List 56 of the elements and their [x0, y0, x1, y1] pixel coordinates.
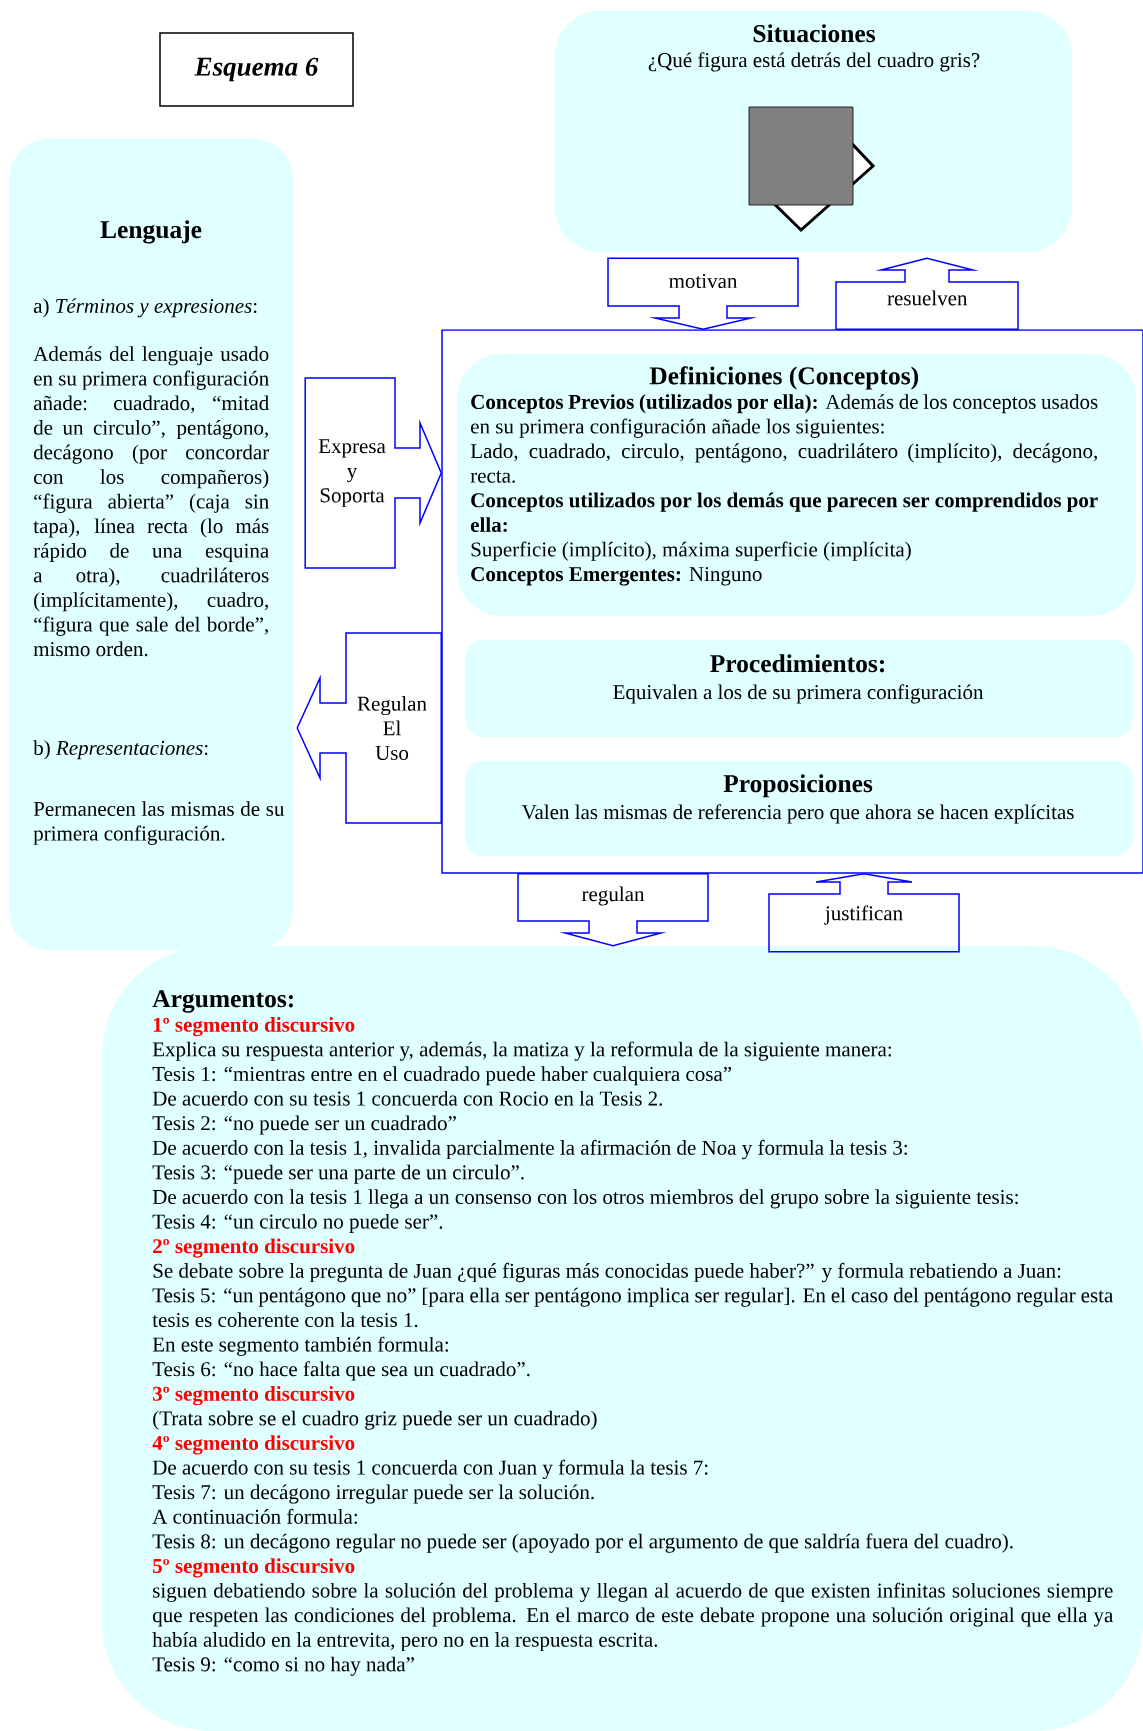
segment-heading: 1º segmento discursivo: [153, 1017, 355, 1037]
paragraph: (Trata sobre se el cuadro griz puede ser un cuadrado): [153, 1410, 597, 1430]
edge-label: resuelven: [886, 289, 968, 307]
block-arrow: [517, 873, 709, 947]
edge-label: Regulan El Uso: [351, 695, 433, 761]
paragraph: Conceptos utilizados por los demás que parecen ser comprendidos por ella:: [470, 492, 1098, 533]
paragraph: De acuerdo con su tesis 1 concuerda con Rocio en la Tesis 2.: [152, 1090, 662, 1106]
subheading: b) Representaciones:: [33, 740, 208, 760]
block-arrow: [607, 257, 799, 331]
paragraph: Tesis 9: “como si no hay nada”: [152, 1656, 414, 1676]
heading: Argumentos:: [152, 990, 293, 1013]
block-arrow: [768, 873, 960, 953]
heading: Procedimientos:: [710, 654, 885, 673]
segment-heading: 2º segmento discursivo: [153, 1238, 355, 1258]
paragraph: De acuerdo con su tesis 1 concuerda con Juan y formula la tesis 7:: [152, 1459, 708, 1479]
paragraph: siguen debatiendo sobre la solución del problema y llegan al acuerdo de que existen infinitas soluciones siempre que respeten las condiciones del problema. En el marco de este debate propone una solución original que ella ya había aludido en la entrevita, pero no en la respuesta escrita.: [152, 1582, 1114, 1652]
paragraph: Se debate sobre la pregunta de Juan ¿qué figuras más conocidas puede haber?” y formula rebatiendo a Juan:: [153, 1262, 1061, 1283]
paragraph: Tesis 3: “puede ser una parte de un circulo”.: [152, 1164, 524, 1184]
heading: Lenguaje: [100, 220, 202, 244]
paragraph: Tesis 2: “no puede ser un cuadrado”: [152, 1115, 456, 1135]
paragraph: Tesis 5: “un pentágono que no” [para ella ser pentágono implica ser regular]. En el caso del pentágono regular esta tesis es coherente con la tesis 1.: [152, 1287, 1114, 1328]
paragraph: De acuerdo con la tesis 1 llega a un consenso con los otros miembros del grupo sobre la siguiente tesis:: [152, 1189, 1018, 1209]
block-arrow: [304, 377, 443, 569]
paragraph: Superficie (implícito), máxima superficie (implícita): [471, 541, 911, 561]
paragraph: Tesis 8: un decágono regular no puede ser (apoyado por el argumento de que saldría fuera del cuadro).: [152, 1533, 1013, 1553]
paragraph: Permanecen las mismas de su primera configuración.: [33, 801, 285, 845]
paragraph: Tesis 6: “no hace falta que sea un cuadrado”.: [152, 1361, 530, 1381]
description-text: Equivalen a los de su primera configuración: [613, 684, 984, 704]
description-text: Valen las mismas de referencia pero que ahora se hacen explícitas: [521, 804, 1074, 824]
frame-box: [441, 329, 1143, 874]
heading: Definiciones (Conceptos): [649, 366, 918, 390]
segment-heading: 3º segmento discursivo: [153, 1386, 355, 1406]
question-text: ¿Qué figura está detrás del cuadro gris?: [648, 52, 980, 72]
segment-heading: 5º segmento discursivo: [153, 1558, 355, 1578]
edge-label: regulan: [572, 885, 654, 907]
edge-label: motivan: [662, 272, 744, 290]
paragraph: A continuación formula:: [152, 1508, 357, 1524]
paragraph: Además del lenguaje usado en su primera configuración añade: cuadrado, “mitad de un circulo”, pentágono, decágono (por concordar con los compañeros) “figura abierta” (caja sin tapa), línea recta (lo más rápido de una esquina a otra), cuadriláteros (implícitamente), cuadro, “figura que sale del borde”, mismo orden.: [33, 346, 269, 657]
paragraph: De acuerdo con la tesis 1, invalida parcialmente la afirmación de Noa y formula la tesis 3:: [152, 1139, 907, 1160]
block-arrow: [296, 632, 442, 824]
edge-label: Expresa y Soporta: [311, 438, 393, 508]
heading: Situaciones: [753, 24, 875, 43]
paragraph: Explica su respuesta anterior y, además, la matiza y la reformula de la siguiente manera:: [152, 1041, 891, 1061]
paragraph: Tesis 7: un decágono irregular puede ser la solución.: [152, 1484, 594, 1504]
block-arrow: [835, 257, 1019, 330]
paragraph: Lado, cuadrado, circulo, pentágono, cuadrilátero (implícito), decágono, recta.: [470, 443, 1097, 483]
paragraph: En este segmento también formula:: [152, 1336, 448, 1356]
paragraph: Tesis 4: “un circulo no puede ser”.: [152, 1213, 443, 1233]
paragraph: Tesis 1: “mientras entre en el cuadrado puede haber cualquiera cosa”: [152, 1066, 732, 1086]
heading: Proposiciones: [723, 774, 873, 798]
title-box: Esquema 6: [159, 32, 354, 107]
subheading: a) Términos y expresiones:: [33, 298, 257, 318]
paragraph: Conceptos Previos (utilizados por ella): Además de los conceptos usados en su primera configuración añade los siguientes:: [471, 394, 1098, 438]
edge-label: justifican: [823, 904, 905, 926]
segment-heading: 4º segmento discursivo: [152, 1435, 355, 1455]
paragraph: Conceptos Emergentes: Ninguno: [471, 567, 762, 586]
